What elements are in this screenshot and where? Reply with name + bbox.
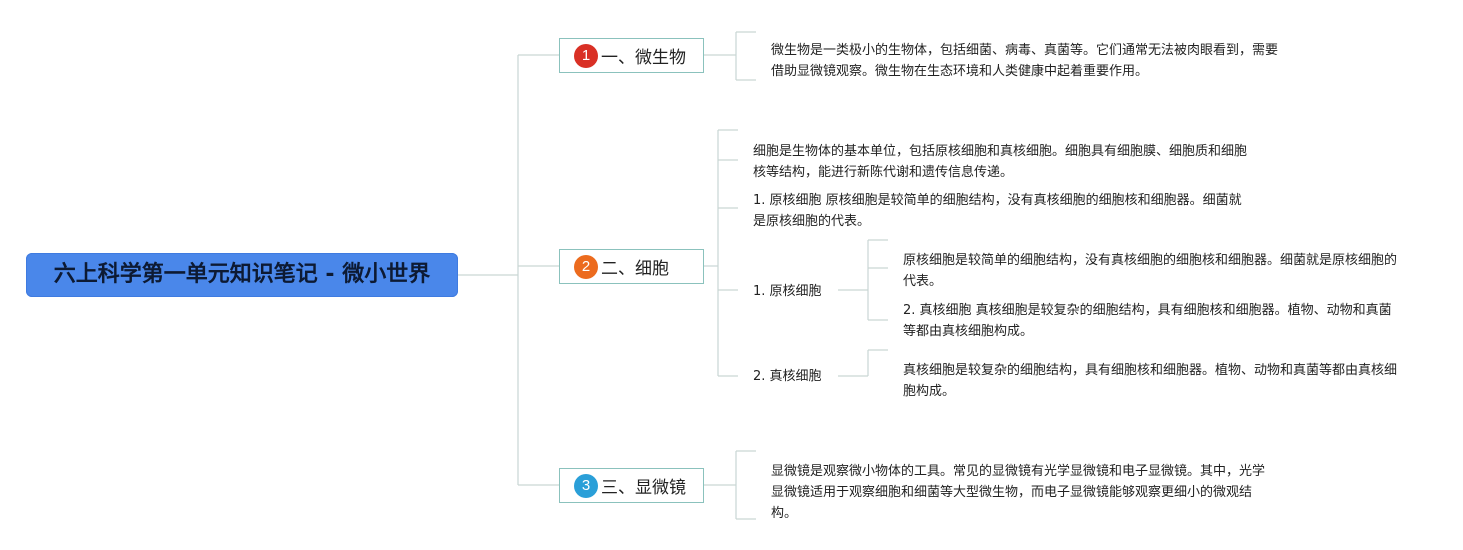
priority-3-badge: 3 — [574, 473, 598, 498]
subtopic-eukaryote[interactable]: 2. 真核细胞 — [753, 369, 822, 384]
note-eukaryote-detail[interactable]: 真核细胞是较复杂的细胞结构，具有细胞核和细胞器。植物、动物和真菌等都由真核细胞构… — [903, 363, 1398, 399]
note-prokaryote-summary[interactable]: 1. 原核细胞 原核细胞是较简单的细胞结构，没有真核细胞的细胞核和细胞器。细菌就… — [753, 193, 1242, 229]
priority-2-badge: 2 — [574, 254, 598, 279]
topic-label: 二、细胞 — [601, 259, 669, 279]
bracket-topic-3 — [735, 450, 756, 520]
topic-microscope[interactable]: 3 三、显微镜 — [559, 468, 704, 503]
note-microscope[interactable]: 显微镜是观察微小物体的工具。常见的显微镜有光学显微镜和电子显微镜。其中，光学显微… — [771, 464, 1266, 521]
topic-label: 一、微生物 — [601, 48, 686, 68]
bracket-topic-1 — [735, 31, 756, 81]
subtopic-prokaryote[interactable]: 1. 原核细胞 — [753, 284, 822, 299]
branch-sub-2-notes — [867, 349, 888, 376]
note-cell-definition[interactable]: 细胞是生物体的基本单位，包括原核细胞和真核细胞。细胞具有细胞膜、细胞质和细胞核等… — [753, 144, 1248, 180]
topic-label: 三、显微镜 — [601, 478, 686, 498]
topic-microorganism[interactable]: 1 一、微生物 — [559, 38, 704, 73]
root-topic[interactable]: 六上科学第一单元知识笔记 - 微小世界 — [26, 253, 458, 297]
priority-1-badge: 1 — [574, 43, 598, 68]
topic-cell[interactable]: 2 二、细胞 — [559, 249, 704, 284]
note-microorganism[interactable]: 微生物是一类极小的生物体，包括细菌、病毒、真菌等。它们通常无法被肉眼看到，需要借… — [771, 43, 1279, 79]
branch-sub-1-notes — [868, 239, 888, 321]
note-eukaryote-summary[interactable]: 2. 真核细胞 真核细胞是较复杂的细胞结构，具有细胞核和细胞器。植物、动物和真菌… — [903, 303, 1392, 339]
note-prokaryote-detail[interactable]: 原核细胞是较简单的细胞结构，没有真核细胞的细胞核和细胞器。细菌就是原核细胞的代表… — [903, 253, 1398, 289]
